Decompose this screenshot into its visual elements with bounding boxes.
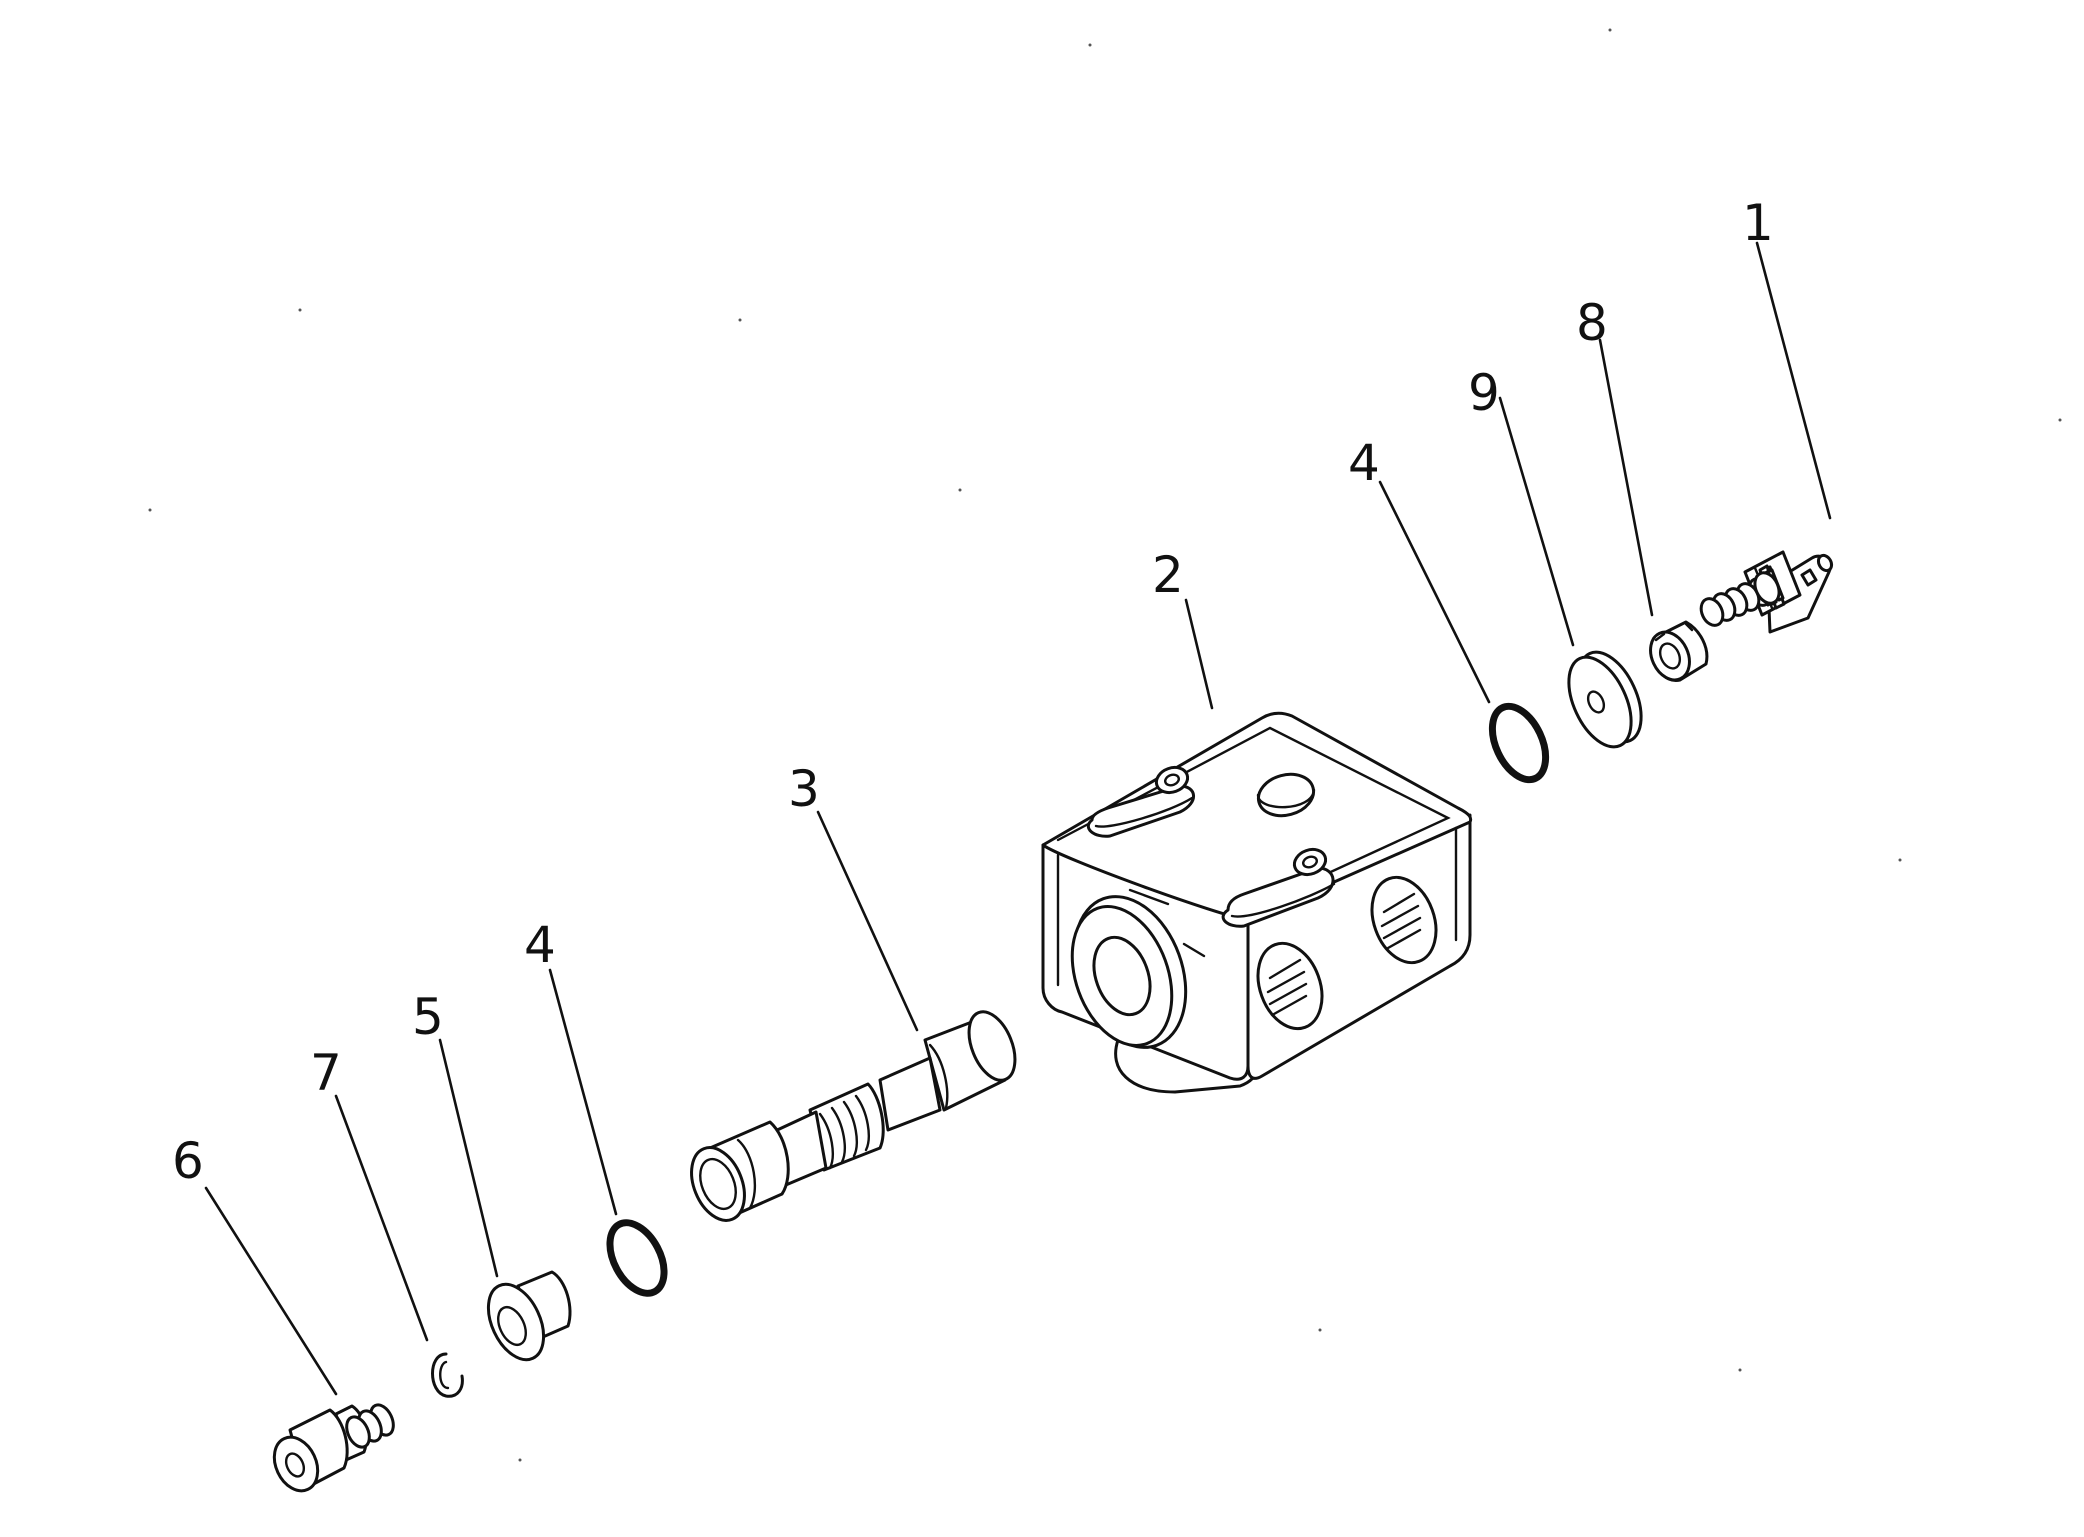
callout-8: 8 bbox=[1576, 294, 1608, 352]
callout-5: 5 bbox=[412, 988, 444, 1046]
leader-1 bbox=[1755, 241, 1832, 520]
leader-8 bbox=[1598, 338, 1654, 617]
part-7-snap-ring bbox=[431, 1352, 464, 1398]
callouts: 1 2 3 4 4 5 6 7 8 9 bbox=[172, 194, 1774, 1190]
leader-7 bbox=[334, 1094, 429, 1342]
callout-2: 2 bbox=[1152, 546, 1184, 604]
callout-1: 1 bbox=[1742, 194, 1774, 252]
leader-2 bbox=[1184, 598, 1214, 710]
part-4-o-ring-right bbox=[1488, 702, 1550, 784]
leader-6 bbox=[204, 1186, 338, 1396]
leader-5 bbox=[438, 1038, 499, 1278]
part-5-bushing bbox=[486, 1270, 572, 1362]
part-6-screw bbox=[272, 1403, 395, 1493]
part-1-clevis-bolt bbox=[1699, 550, 1834, 634]
callout-4-right: 4 bbox=[1348, 434, 1380, 492]
bolt-thread bbox=[1699, 570, 1781, 627]
leader-9 bbox=[1498, 396, 1575, 647]
scan-specks bbox=[148, 28, 2062, 1462]
leader-lines bbox=[204, 241, 1832, 1396]
part-3-spool bbox=[690, 1010, 1017, 1222]
leader-4-right bbox=[1378, 480, 1491, 704]
part-4-o-ring-left bbox=[606, 1219, 668, 1297]
part-8-nut bbox=[1649, 620, 1709, 682]
leader-4-left bbox=[548, 968, 618, 1216]
part-2-valve-body bbox=[1041, 711, 1473, 1094]
callout-7: 7 bbox=[310, 1044, 342, 1102]
callout-4-left: 4 bbox=[524, 916, 556, 974]
callout-6: 6 bbox=[172, 1132, 204, 1190]
leader-3 bbox=[816, 810, 919, 1032]
callout-3: 3 bbox=[788, 760, 820, 818]
part-9-washer bbox=[1567, 650, 1643, 749]
callout-9: 9 bbox=[1468, 364, 1500, 422]
